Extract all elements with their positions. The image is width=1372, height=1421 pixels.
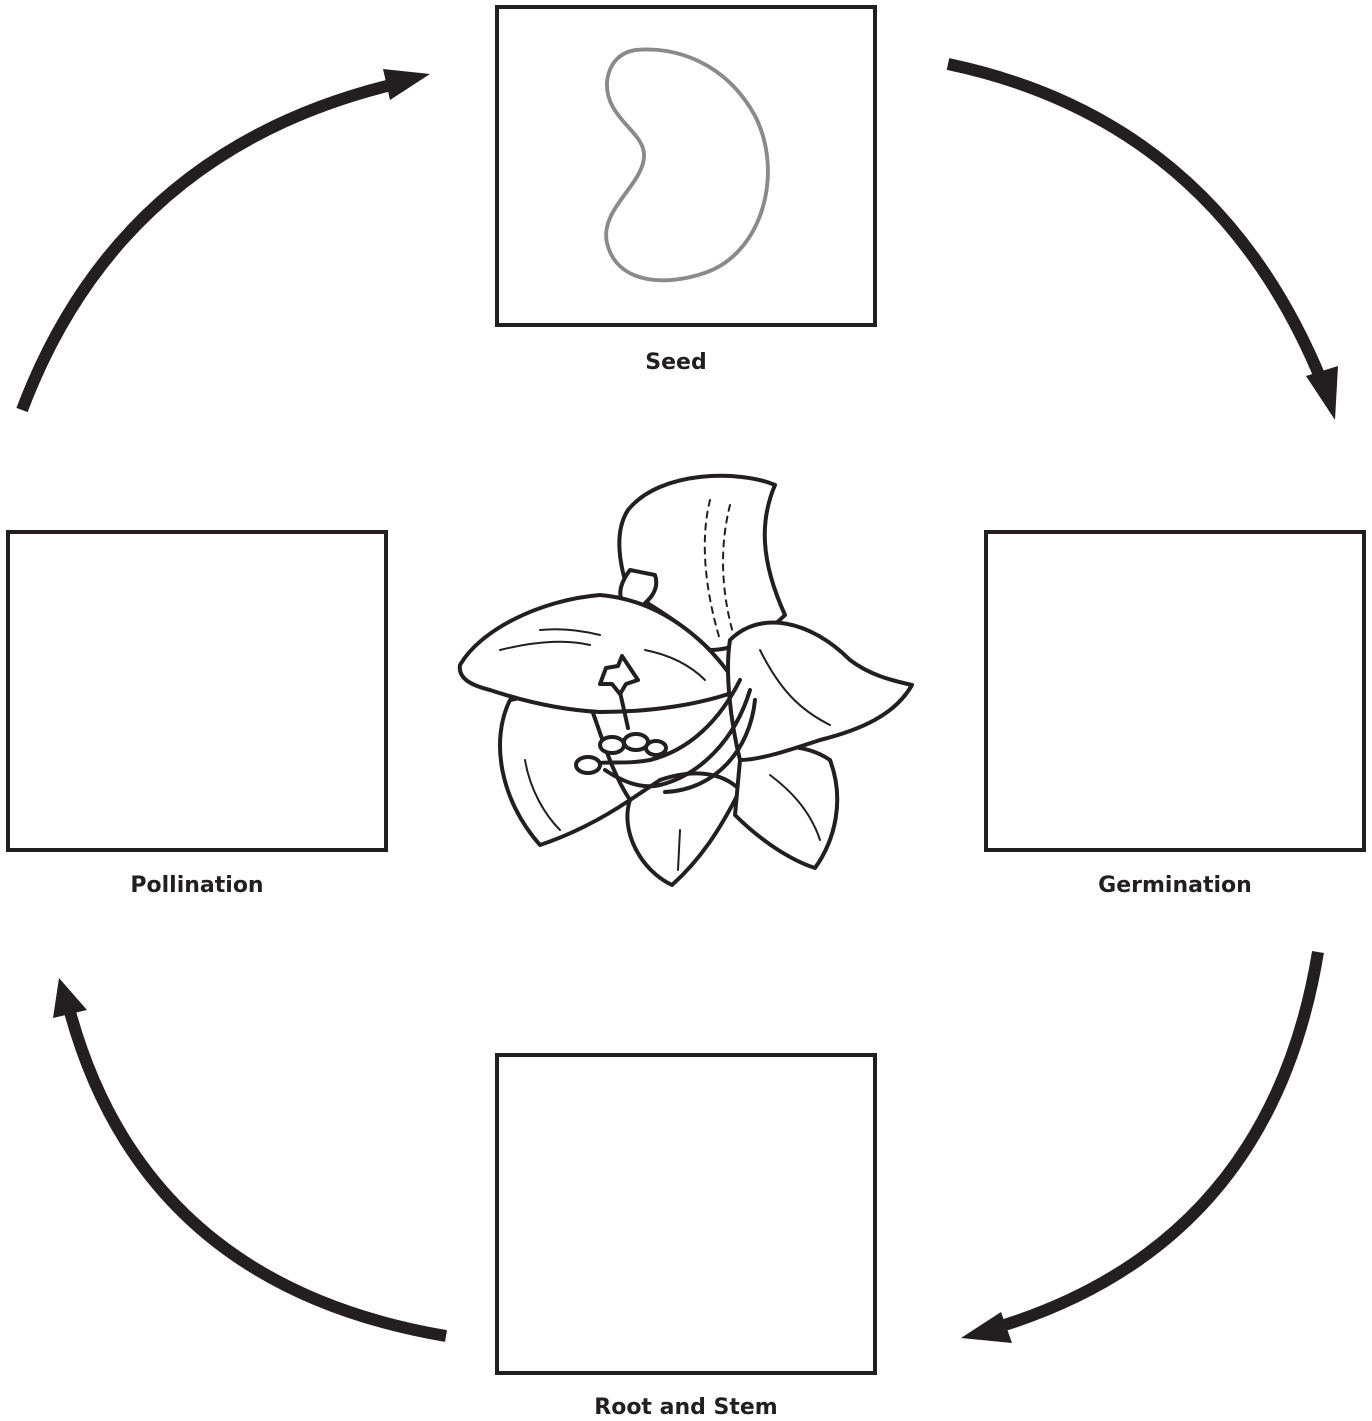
germination-stage-box (984, 530, 1366, 852)
root-and-stem-label: Root and Stem (594, 1395, 778, 1420)
pollination-label: Pollination (130, 873, 264, 898)
seed-label: Seed (645, 350, 707, 375)
germination-label: Germination (1098, 873, 1252, 898)
arrow-seed-to-germination (946, 58, 1338, 420)
pollination-stage-box (6, 530, 388, 852)
arrow-root-to-pollination (53, 978, 448, 1342)
seed-stage-box (495, 5, 877, 327)
seed-icon (604, 47, 770, 283)
arrow-pollination-to-seed (16, 69, 430, 413)
root-and-stem-stage-box (495, 1053, 877, 1375)
lily-flower-icon (457, 473, 914, 887)
arrow-germination-to-root (961, 951, 1324, 1343)
